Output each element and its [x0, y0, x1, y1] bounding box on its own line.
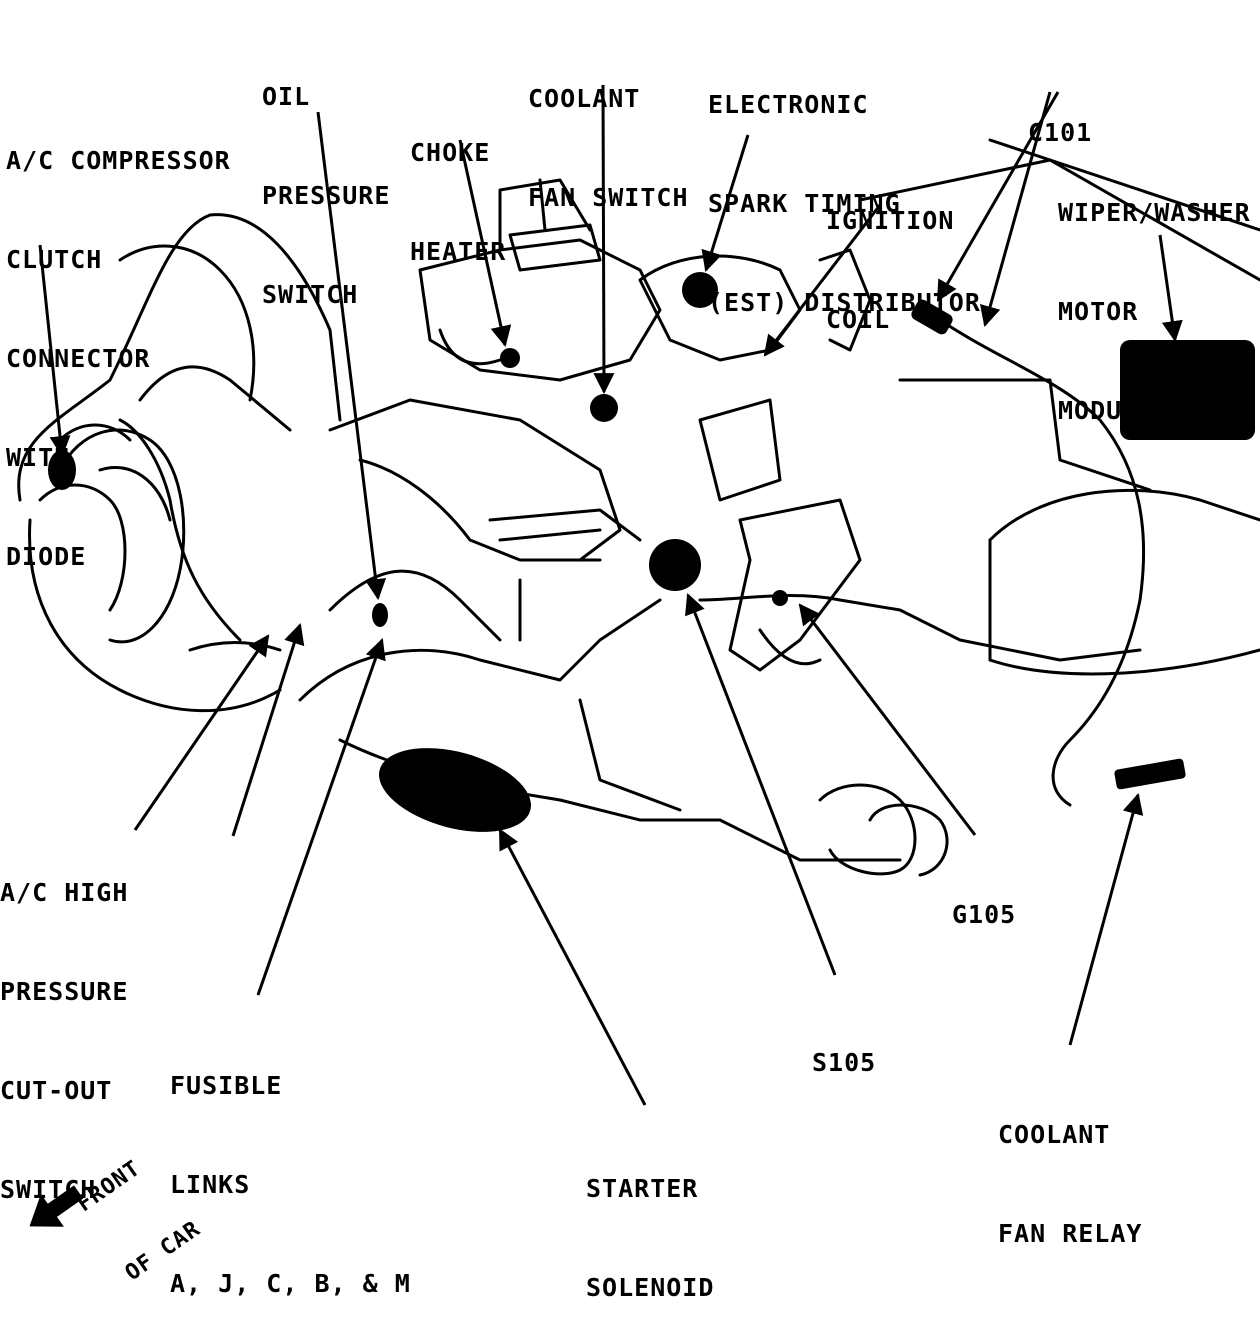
s105-splice — [649, 539, 701, 591]
arrow-s105 — [685, 593, 837, 976]
label-line: COOLANT — [528, 84, 641, 113]
c101-connector — [911, 299, 953, 335]
label-line: SWITCH — [0, 1175, 97, 1204]
arrow-ac-compressor — [38, 244, 71, 458]
label-ignition-coil: IGNITION COIL — [826, 138, 954, 369]
label-line: CHOKE — [410, 138, 491, 167]
label-line: FAN RELAY — [998, 1219, 1143, 1248]
g105-mark — [772, 590, 788, 606]
arrow-c101-a — [936, 91, 1060, 302]
label-coolant-fan-relay: COOLANT FAN RELAY — [998, 1052, 1142, 1283]
arrow-est — [701, 134, 750, 273]
starter-solenoid-shape — [379, 748, 531, 832]
choke-heater-mark — [500, 348, 520, 368]
label-line: SWITCH — [262, 280, 359, 309]
label-line: FAN SWITCH — [528, 183, 689, 212]
label-est-distributor: ELECTRONIC SPARK TIMING (EST) DISTRIBUTO… — [708, 22, 981, 352]
arrow-ignition-coil — [763, 204, 882, 357]
arrow-choke-heater — [458, 139, 512, 348]
label-line: S105 — [812, 1048, 877, 1077]
est-mark — [682, 272, 718, 308]
label-line: MOTOR — [1058, 297, 1139, 326]
label-line: WITH — [6, 443, 71, 472]
label-line: OF CAR — [120, 1216, 206, 1286]
arrow-ac-high-pressure — [133, 634, 270, 831]
label-line: SPARK TIMING — [708, 189, 901, 218]
label-line: (EST) DISTRIBUTOR — [708, 288, 981, 317]
front-of-car-arrow-icon — [29, 1185, 84, 1227]
coolant-fan-relay-shape — [1114, 758, 1186, 790]
label-line: CONNECTOR — [6, 344, 151, 373]
label-line: IGNITION — [826, 206, 955, 235]
label-line: STARTER — [586, 1174, 699, 1203]
label-line: C101 — [1028, 118, 1093, 147]
ac-compressor-connector — [48, 450, 76, 490]
label-choke-heater: CHOKE HEATER — [410, 70, 506, 301]
leader-lines — [38, 84, 1183, 1106]
label-line: COIL — [826, 305, 891, 334]
component-marks — [48, 272, 1255, 832]
label-line: A, J, C, B, & M — [170, 1269, 411, 1298]
label-starter-solenoid: STARTER SOLENOID — [586, 1106, 714, 1337]
label-g105: G105 — [952, 832, 1016, 964]
wiper-module-shape — [1120, 340, 1255, 440]
coolant-fan-switch-mark — [590, 394, 618, 422]
label-line: COOLANT — [998, 1120, 1111, 1149]
label-line: CLUTCH — [6, 245, 103, 274]
arrow-fusible-1 — [231, 622, 305, 837]
label-line: FUSIBLE — [170, 1071, 283, 1100]
label-line: A/C HIGH — [0, 878, 129, 907]
label-line: FRONT — [72, 1155, 146, 1218]
label-line: HEATER — [410, 237, 507, 266]
label-line: MODULE — [1058, 396, 1155, 425]
label-s105: S105 — [812, 980, 876, 1112]
label-line: PRESSURE — [262, 181, 391, 210]
label-line: ELECTRONIC — [708, 90, 869, 119]
arrow-coolant-fan-relay — [1068, 792, 1144, 1046]
label-wiper-washer-module: WIPER/WASHER MOTOR MODULE — [1058, 130, 1251, 460]
label-line: A/C COMPRESSOR — [6, 146, 231, 175]
label-c101: C101 — [1028, 50, 1092, 182]
label-line: WIPER/WASHER — [1058, 198, 1251, 227]
oil-pressure-switch-mark — [372, 603, 388, 627]
label-line: DIODE — [6, 542, 87, 571]
label-line: SOLENOID — [586, 1273, 715, 1302]
arrow-g105 — [798, 603, 977, 836]
label-oil-pressure-switch: OIL PRESSURE SWITCH — [262, 14, 390, 344]
label-line: G105 — [952, 900, 1017, 929]
arrow-wiper — [1158, 234, 1183, 343]
arrow-oil-pressure — [316, 111, 387, 601]
label-line: LINKS — [170, 1170, 251, 1199]
label-ac-high-pressure-switch: A/C HIGH PRESSURE CUT-OUT SWITCH — [0, 810, 128, 1239]
arrow-c101-b — [979, 91, 1052, 328]
label-ac-compressor-clutch: A/C COMPRESSOR CLUTCH CONNECTOR WITH DIO… — [6, 78, 231, 606]
arrow-starter — [498, 828, 647, 1106]
engine-outline — [17, 138, 1260, 877]
arrow-coolant-fan-switch — [593, 84, 615, 395]
arrow-fusible-2 — [256, 638, 386, 996]
label-line: PRESSURE — [0, 977, 129, 1006]
label-line: OIL — [262, 82, 311, 111]
label-line: CUT-OUT — [0, 1076, 113, 1105]
label-fusible-links: FUSIBLE LINKS A, J, C, B, & M — [170, 1003, 411, 1333]
label-coolant-fan-switch: COOLANT FAN SWITCH — [528, 16, 689, 247]
